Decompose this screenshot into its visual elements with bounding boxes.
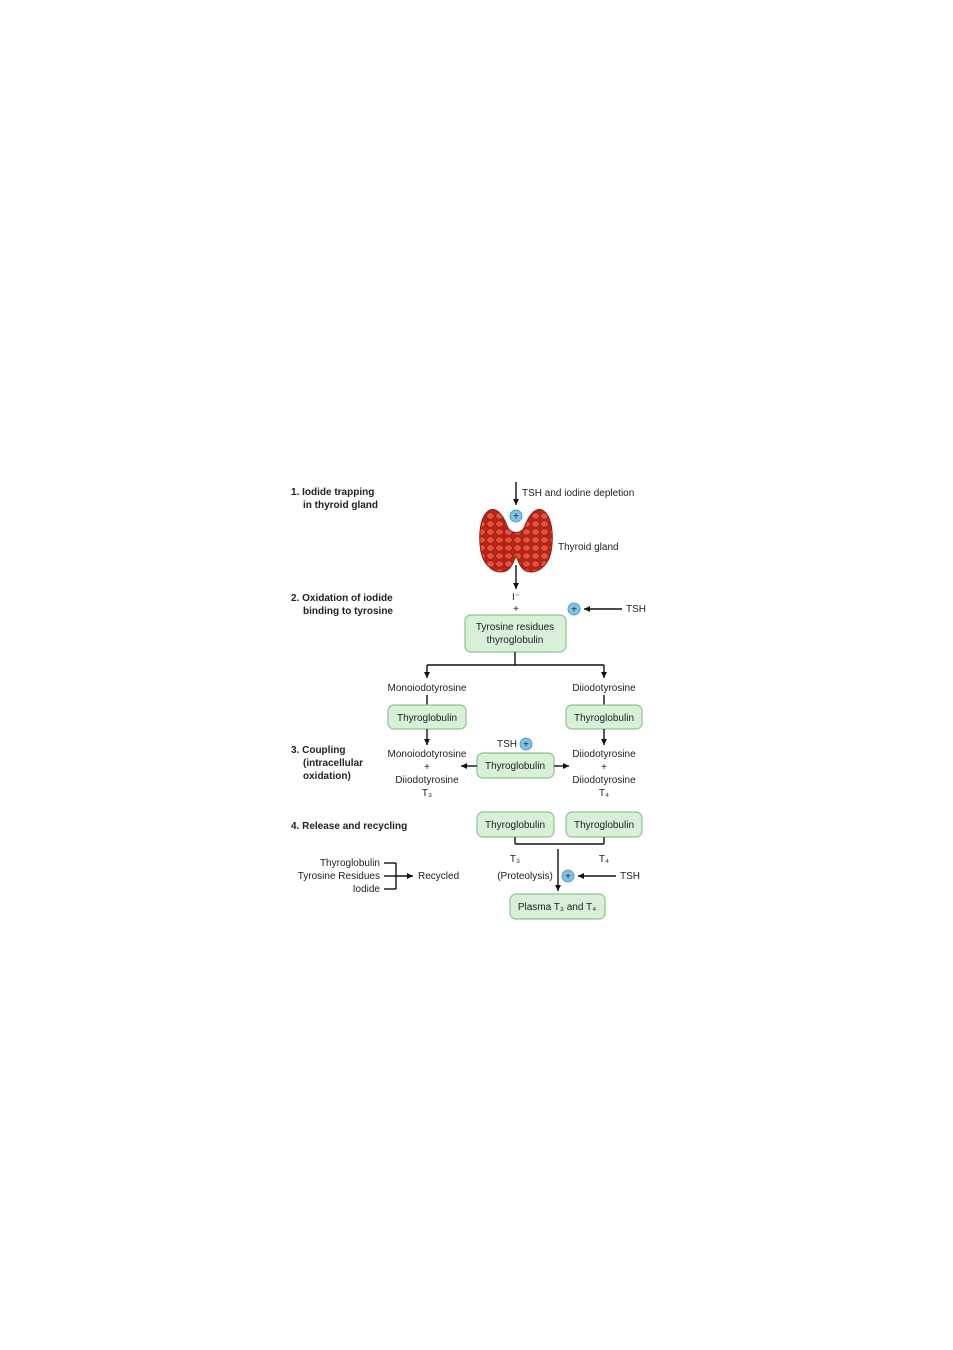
tyrosine-box-line1: Tyrosine residues bbox=[476, 622, 554, 633]
recycle-thyroglobulin-label: Thyroglobulin bbox=[320, 858, 380, 869]
plus-sign: + bbox=[513, 604, 519, 615]
t3-label-coupling: T₃ bbox=[422, 788, 432, 799]
monoiodotyrosine-label: Monoiodotyrosine bbox=[388, 683, 467, 694]
svg-text:Thyroglobulin: Thyroglobulin bbox=[485, 820, 545, 831]
step3-label-line2: (intracellular bbox=[303, 758, 363, 769]
coupling-plus-right: + bbox=[601, 762, 607, 773]
step3-label-line3: oxidation) bbox=[303, 771, 351, 782]
thyroglobulin-box-center: Thyroglobulin bbox=[476, 752, 555, 779]
tyrosine-box-line2: thyroglobulin bbox=[487, 635, 544, 646]
svg-text:+: + bbox=[523, 740, 529, 751]
thyroglobulin-box-right: Thyroglobulin bbox=[565, 704, 643, 730]
svg-text:Thyroglobulin: Thyroglobulin bbox=[485, 761, 545, 772]
proteolysis-label: (Proteolysis) bbox=[497, 871, 553, 882]
thyroglobulin-box-release-left: Thyroglobulin bbox=[476, 811, 555, 838]
thyroglobulin-box-release-right: Thyroglobulin bbox=[565, 811, 643, 838]
recycled-label: Recycled bbox=[418, 871, 459, 882]
step4-label-line1: 4. Release and recycling bbox=[291, 821, 407, 832]
thyroid-gland-illustration bbox=[479, 509, 553, 573]
coupling-di-label-right2: Diiodotyrosine bbox=[572, 775, 636, 786]
step1-label-line2: in thyroid gland bbox=[303, 500, 378, 511]
tsh-label-coupling: TSH bbox=[497, 739, 517, 750]
step2-label-line1: 2. Oxidation of iodide bbox=[291, 593, 393, 604]
thyroid-gland-label: Thyroid gland bbox=[558, 542, 619, 553]
iodide-ion-label: I⁻ bbox=[512, 592, 520, 603]
step2-label-line2: binding to tyrosine bbox=[303, 606, 393, 617]
svg-text:Thyroglobulin: Thyroglobulin bbox=[574, 713, 634, 724]
plus-icon: + bbox=[519, 737, 533, 751]
t3-label-release: T₃ bbox=[510, 854, 520, 865]
plasma-box: Plasma T₃ and T₄ bbox=[509, 893, 606, 920]
step1-label-line1: 1. Iodide trapping bbox=[291, 487, 374, 498]
plasma-label: Plasma T₃ and T₄ bbox=[518, 902, 596, 913]
svg-text:Thyroglobulin: Thyroglobulin bbox=[397, 713, 457, 724]
tyrosine-residues-box: Tyrosine residues thyroglobulin bbox=[464, 614, 567, 653]
plus-icon: + bbox=[567, 602, 581, 616]
coupling-di-label-left: Diiodotyrosine bbox=[395, 775, 459, 786]
coupling-plus-left: + bbox=[424, 762, 430, 773]
t4-label-coupling: T₄ bbox=[599, 788, 609, 799]
thyroglobulin-box-left: Thyroglobulin bbox=[387, 704, 467, 730]
plus-icon: + bbox=[509, 509, 523, 523]
diiodotyrosine-label: Diiodotyrosine bbox=[572, 683, 636, 694]
recycle-bracket bbox=[384, 862, 413, 890]
svg-text:+: + bbox=[565, 872, 571, 883]
tsh-label-step2: TSH bbox=[626, 604, 646, 615]
tsh-label-release: TSH bbox=[620, 871, 640, 882]
svg-text:+: + bbox=[513, 512, 519, 523]
coupling-mono-label: Monoiodotyrosine bbox=[388, 749, 467, 760]
svg-text:+: + bbox=[571, 605, 577, 616]
recycle-tyrosine-label: Tyrosine Residues bbox=[298, 871, 380, 882]
t4-label-release: T₄ bbox=[599, 854, 609, 865]
coupling-di-label-right1: Diiodotyrosine bbox=[572, 749, 636, 760]
tsh-iodine-label: TSH and iodine depletion bbox=[522, 488, 634, 499]
recycle-iodide-label: Iodide bbox=[353, 884, 381, 895]
step3-label-line1: 3. Coupling bbox=[291, 745, 345, 756]
svg-text:Thyroglobulin: Thyroglobulin bbox=[574, 820, 634, 831]
plus-icon: + bbox=[561, 869, 575, 883]
